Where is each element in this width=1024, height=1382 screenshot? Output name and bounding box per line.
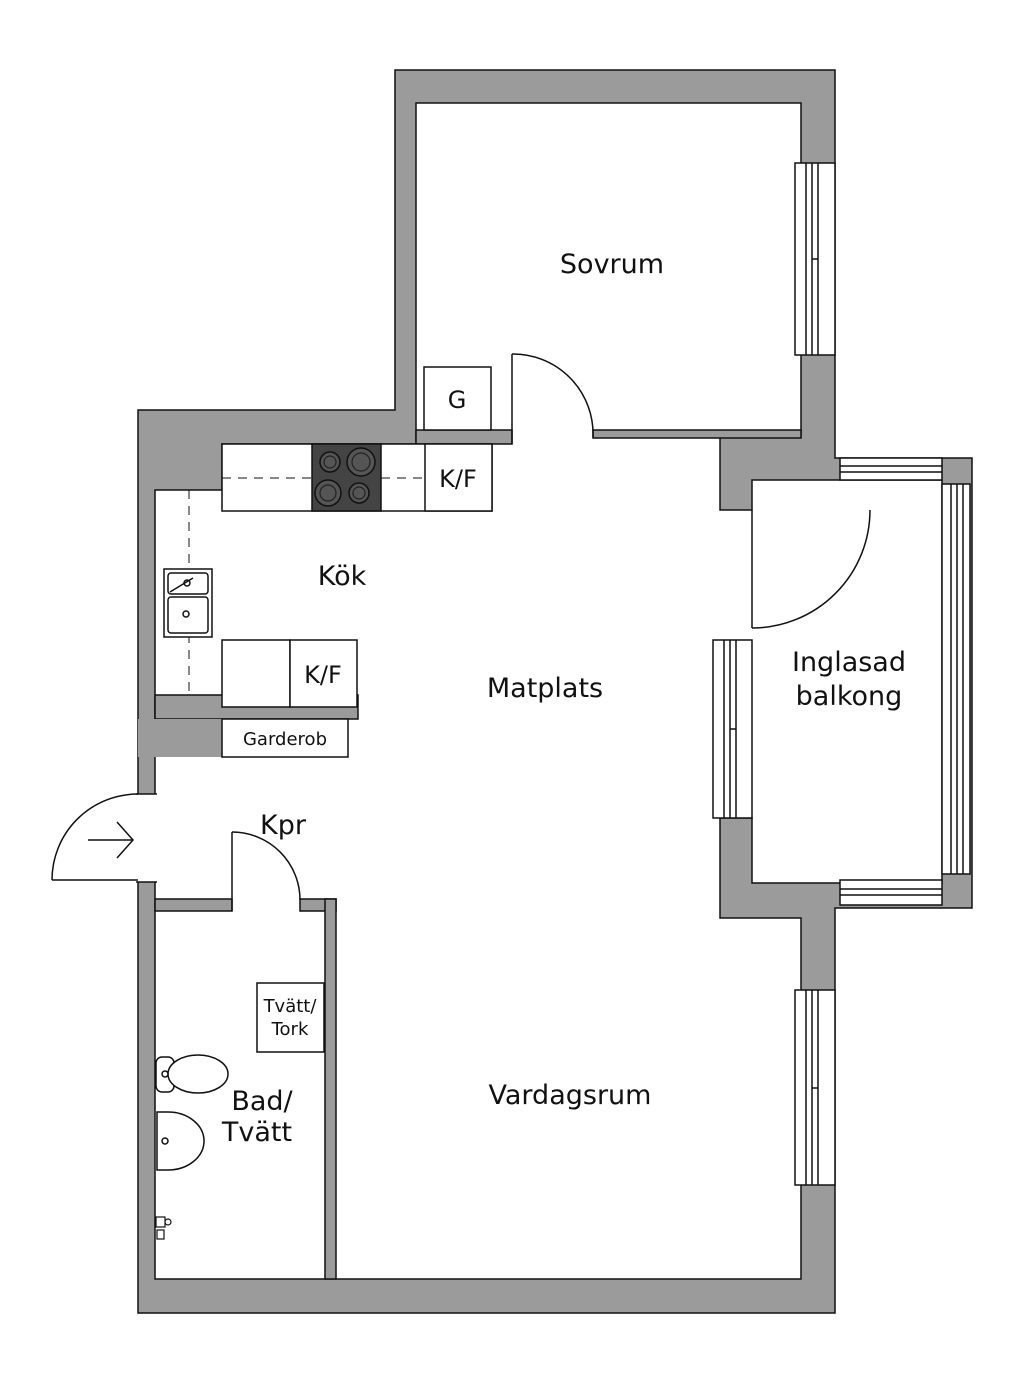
wardrobe-g-label: G [448, 386, 467, 414]
bath-right-wall [324, 898, 337, 1280]
room-label-kok: Kök [318, 561, 367, 592]
washer-dryer-label-2: Tork [271, 1019, 309, 1040]
hall-wall-segment [138, 719, 222, 757]
kitchen-counter-lower [221, 639, 358, 708]
window-balcony-bottom [839, 879, 943, 906]
bedroom-partition-wall-right [592, 429, 802, 439]
entrance-opening [136, 794, 157, 882]
bedroom-door [511, 353, 594, 444]
toilet-icon [155, 1054, 229, 1094]
wardrobe-g [423, 366, 492, 431]
window-bedroom [794, 162, 836, 356]
room-label-balkong-1: Inglasad [792, 647, 906, 678]
washer-dryer-label-1: Tvätt/ [263, 996, 318, 1017]
garderob-label: Garderob [243, 729, 327, 750]
room-label-bad-1: Bad/ [231, 1086, 293, 1117]
room-label-balkong-2: balkong [796, 681, 903, 712]
bedroom-partition-wall-left [415, 429, 513, 445]
fridge-freezer-top-label: K/F [439, 465, 477, 493]
room-label-bad-2: Tvätt [221, 1117, 292, 1148]
window-living-room [794, 989, 836, 1186]
room-label-kpr: Kpr [260, 810, 307, 841]
window-balcony-top [839, 457, 943, 481]
wardrobe-garderob [221, 718, 349, 758]
window-balcony-right [941, 483, 971, 875]
entrance-arrow-icon [88, 821, 135, 859]
washbasin-icon [156, 1111, 205, 1171]
shower-tap-icon [155, 1216, 172, 1240]
window-balcony-inner [712, 639, 753, 819]
fridge-freezer-top [424, 443, 493, 512]
fridge-freezer-lower-label: K/F [304, 661, 342, 689]
washer-dryer [256, 982, 325, 1053]
bath-top-wall-left [154, 898, 233, 912]
stove-icon [311, 443, 382, 512]
sink-icon [163, 568, 213, 638]
room-label-matplats: Matplats [487, 673, 603, 704]
room-label-sovrum: Sovrum [560, 249, 664, 280]
balcony-door [751, 509, 871, 629]
entrance-door [51, 793, 139, 881]
room-label-vardagsrum: Vardagsrum [489, 1080, 652, 1111]
closet-door [231, 831, 301, 911]
